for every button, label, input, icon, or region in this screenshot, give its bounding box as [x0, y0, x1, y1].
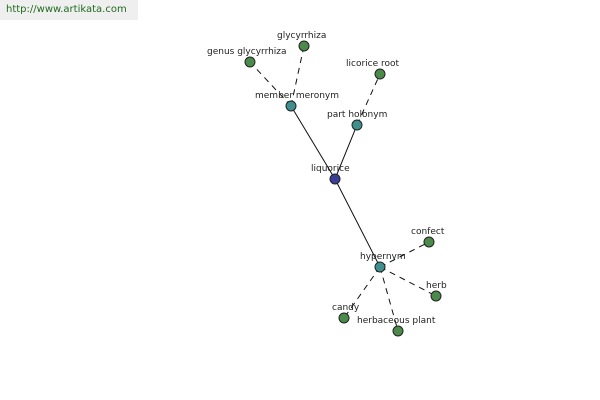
- site-url-label[interactable]: http://www.artikata.com: [0, 0, 138, 20]
- edge-hypernym-to-herbaceous-plant: [379, 266, 399, 332]
- node-label-herb[interactable]: herb: [426, 281, 447, 291]
- node-dot-herbaceous-plant[interactable]: [392, 325, 404, 337]
- node-label-glycyrrhiza[interactable]: glycyrrhiza: [277, 31, 326, 41]
- node-dot-part-holonym[interactable]: [351, 119, 363, 131]
- edge-liquorice-to-hypernym: [334, 178, 381, 268]
- node-confect[interactable]: confect: [411, 227, 445, 248]
- node-dot-hypernym[interactable]: [374, 261, 386, 273]
- node-herb[interactable]: herb: [426, 281, 447, 302]
- node-liquorice[interactable]: liquorice: [311, 164, 350, 185]
- nodes-layer: liquorice member meronym part holonym hyper…: [207, 31, 447, 337]
- node-dot-herb[interactable]: [430, 290, 442, 302]
- node-label-licorice-root[interactable]: licorice root: [346, 59, 400, 69]
- node-label-hypernym[interactable]: hypernym: [360, 252, 406, 262]
- node-label-genus-glycyrrhiza[interactable]: genus glycyrrhiza: [207, 47, 287, 57]
- node-dot-liquorice[interactable]: [329, 173, 341, 185]
- node-label-confect[interactable]: confect: [411, 227, 445, 237]
- node-dot-candy[interactable]: [338, 312, 350, 324]
- node-genus-glycyrrhiza[interactable]: genus glycyrrhiza: [207, 47, 287, 68]
- node-hypernym[interactable]: hypernym: [360, 252, 406, 273]
- node-glycyrrhiza[interactable]: glycyrrhiza: [277, 31, 326, 52]
- node-label-liquorice[interactable]: liquorice: [311, 164, 350, 174]
- edge-part-holonym-to-licorice-root: [356, 73, 381, 126]
- node-herbaceous-plant[interactable]: herbaceous plant: [357, 316, 436, 337]
- edge-hypernym-to-confect: [379, 241, 430, 268]
- node-member-meronym[interactable]: member meronym: [255, 91, 339, 112]
- node-part-holonym[interactable]: part holonym: [327, 110, 387, 131]
- node-candy[interactable]: candy: [332, 303, 360, 324]
- node-dot-licorice-root[interactable]: [374, 68, 386, 80]
- node-dot-confect[interactable]: [423, 236, 435, 248]
- node-label-member-meronym[interactable]: member meronym: [255, 91, 339, 101]
- node-label-part-holonym[interactable]: part holonym: [327, 110, 387, 120]
- node-dot-glycyrrhiza[interactable]: [298, 40, 310, 52]
- node-label-candy[interactable]: candy: [332, 303, 360, 313]
- node-licorice-root[interactable]: licorice root: [346, 59, 400, 80]
- edge-liquorice-to-member-meronym: [290, 105, 336, 180]
- node-label-herbaceous-plant[interactable]: herbaceous plant: [357, 316, 436, 326]
- node-dot-genus-glycyrrhiza[interactable]: [244, 56, 256, 68]
- node-dot-member-meronym[interactable]: [285, 100, 297, 112]
- edges-layer: [249, 45, 437, 332]
- edge-liquorice-to-part-holonym: [334, 124, 358, 180]
